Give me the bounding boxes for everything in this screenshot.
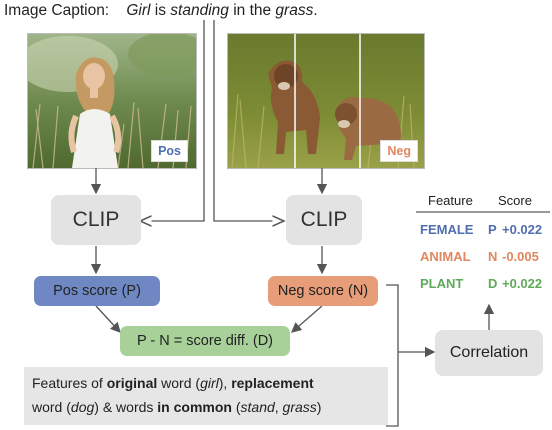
features-word-dog: dog — [70, 399, 95, 415]
features-text: ) — [316, 399, 322, 415]
caption-text: is — [150, 2, 171, 19]
correlation-box: Correlation — [435, 330, 543, 376]
clip-box-right: CLIP — [286, 195, 362, 245]
feature-row-plant: PLANT D +0.022 — [420, 276, 552, 291]
neg-score-box: Neg score (N) — [268, 276, 378, 306]
feature-score-letter: P — [488, 222, 497, 237]
features-text: ( — [231, 399, 241, 415]
bracket — [386, 284, 399, 427]
arrow-caption-to-left-clip — [140, 20, 205, 221]
table-header-feature: Feature — [428, 193, 473, 208]
feature-row-animal: ANIMAL N -0.005 — [420, 249, 552, 264]
caption-word-grass: grass — [275, 2, 314, 19]
arrow-caption-to-right-clip — [213, 20, 284, 221]
feature-name: FEMALE — [420, 222, 474, 237]
arrow-neg-score-to-diff — [291, 305, 323, 333]
clip-box-left: CLIP — [51, 195, 141, 245]
table-header-score: Score — [498, 193, 532, 208]
pos-image-tag: Pos — [151, 140, 188, 162]
features-text: ), — [218, 375, 232, 391]
features-line-2: word (dog) & words in common (stand, gra… — [32, 395, 380, 419]
caption-word-girl: Girl — [126, 2, 151, 19]
neg-image-tag: Neg — [380, 140, 418, 162]
features-text: word ( — [32, 399, 71, 415]
score-diff-box: P - N = score diff. (D) — [120, 326, 290, 356]
feature-name: ANIMAL — [420, 249, 471, 264]
features-original: original — [106, 375, 158, 391]
features-text: Features of — [32, 375, 107, 391]
feature-name: PLANT — [420, 276, 464, 291]
pos-score-box: Pos score (P) — [34, 276, 160, 306]
caption-prefix: Image Caption: — [4, 2, 110, 19]
arrow-pos-score-to-diff — [95, 305, 121, 333]
features-text: , — [274, 399, 283, 415]
features-word-girl: girl — [200, 375, 219, 391]
feature-score-value: -0.005 — [502, 249, 539, 264]
features-word-grass: grass — [282, 399, 317, 415]
caption-text: . — [313, 2, 318, 19]
features-text: ) & words — [94, 399, 158, 415]
features-in-common: in common — [157, 399, 232, 415]
feature-score-value: +0.022 — [502, 222, 543, 237]
positive-image: Pos — [27, 33, 197, 169]
features-text: word ( — [157, 375, 201, 391]
feature-score-letter: D — [488, 276, 498, 291]
caption-text: in the — [228, 2, 276, 19]
negative-image: Neg — [227, 33, 425, 169]
features-word-stand: stand — [240, 399, 275, 415]
features-replacement: replacement — [231, 375, 314, 391]
image-caption: Image Caption: Girl is standing in the g… — [4, 2, 318, 20]
caption-word-standing: standing — [170, 2, 229, 19]
feature-score-letter: N — [488, 249, 498, 264]
features-line-1: Features of original word (girl), replac… — [32, 371, 380, 395]
features-description: Features of original word (girl), replac… — [24, 367, 388, 425]
feature-score-value: +0.022 — [502, 276, 543, 291]
feature-row-female: FEMALE P +0.022 — [420, 222, 552, 237]
